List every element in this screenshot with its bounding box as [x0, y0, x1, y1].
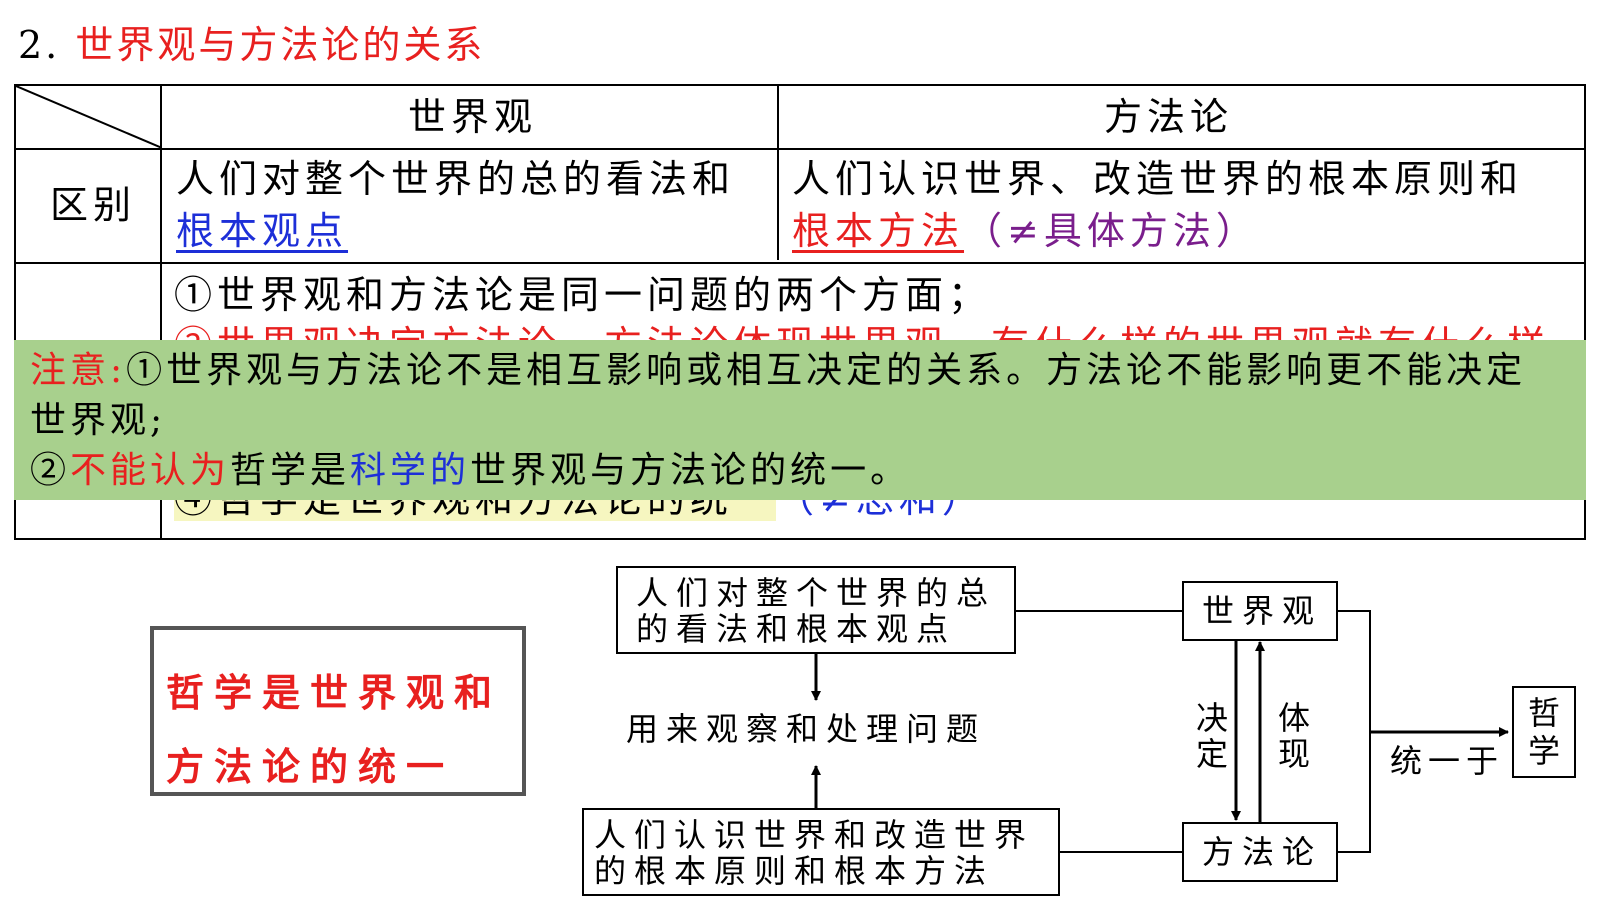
relation-point-1: ①世界观和方法论是同一问题的两个方面； — [174, 273, 992, 317]
label-embody: 体 现 — [1278, 699, 1319, 773]
bracket-connector — [1338, 610, 1371, 853]
node-philosophy: 哲 学 — [1512, 686, 1576, 778]
node-worldview: 世界观 — [1182, 581, 1338, 641]
header-methodology: 方法论 — [1104, 95, 1234, 139]
title-text: 世界观与方法论的关系 — [75, 23, 486, 67]
summary-line-1: 哲学是世界观和 — [166, 671, 503, 715]
node-methodology: 方法论 — [1182, 822, 1338, 882]
summary-box: 哲学是世界观和 方法论的统一 — [150, 626, 526, 796]
method-desc-line2: 的根本原则和根本方法 — [594, 852, 995, 890]
worldview-desc-line2: 的看法和根本观点 — [636, 610, 957, 648]
note-line-1: 注意:①世界观与方法论不是相互影响或相互决定的关系。方法论不能影响更不能决定 — [30, 350, 1527, 391]
table-corner-diagonal — [16, 86, 162, 149]
worldview-desc-line1: 人们对整个世界的总 — [636, 574, 997, 612]
title-number: 2. — [18, 23, 61, 67]
page-title: 2. 世界观与方法论的关系 — [18, 14, 485, 69]
summary-line-2: 方法论的统一 — [166, 745, 455, 789]
worldview-definition-line1: 人们对整个世界的总的看法和 — [176, 157, 736, 201]
table-row-divider-2 — [16, 262, 1584, 264]
worldview-description-box: 人们对整个世界的总 的看法和根本观点 — [616, 566, 1016, 654]
method-desc-line1: 人们认识世界和改造世界 — [594, 816, 1035, 854]
table-col-divider-2 — [777, 86, 779, 260]
table-row-divider-1 — [16, 148, 1584, 150]
node-worldview-label: 世界观 — [1202, 592, 1323, 630]
note-label: 注意: — [30, 350, 127, 391]
methodology-description-box: 人们认识世界和改造世界 的根本原则和根本方法 — [582, 808, 1060, 896]
not-specific-method-text: （≠具体方法） — [964, 209, 1259, 253]
header-worldview: 世界观 — [408, 95, 538, 139]
methodology-definition-line1: 人们认识世界、改造世界的根本原则和 — [792, 157, 1524, 201]
node-philosophy-label: 哲 学 — [1528, 694, 1561, 770]
fundamental-method-text: 根本方法 — [792, 209, 965, 253]
table-col-divider-1 — [160, 86, 162, 538]
label-unify: 统一于 — [1390, 742, 1505, 780]
row-label-difference: 区别 — [50, 183, 137, 227]
note-line-3: ②不能认为哲学是科学的世界观与方法论的统一。 — [30, 450, 911, 491]
methodology-definition-line2: 根本方法（≠具体方法） — [792, 206, 1259, 256]
use-to-observe-text: 用来观察和处理问题 — [626, 710, 987, 748]
note-box: 注意:①世界观与方法论不是相互影响或相互决定的关系。方法论不能影响更不能决定 世… — [14, 340, 1586, 500]
label-decide: 决 定 — [1196, 699, 1237, 773]
node-methodology-label: 方法论 — [1202, 833, 1323, 871]
note-line-2: 世界观; — [30, 400, 167, 441]
worldview-definition-line2: 根本观点 — [176, 209, 349, 253]
